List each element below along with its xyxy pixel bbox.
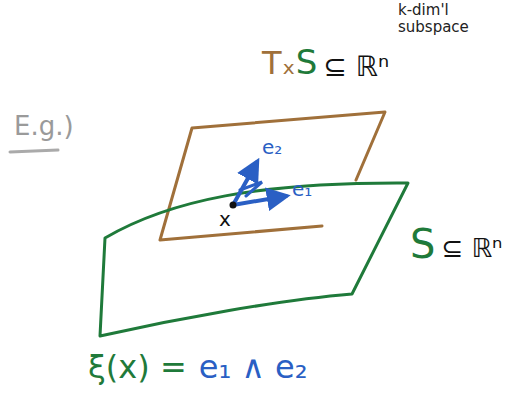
relation-label: ⊆ ℝⁿ xyxy=(323,52,389,83)
symbol-label: Tₓ xyxy=(262,46,296,81)
vector-label: e₁ xyxy=(292,178,312,200)
relation-label: ⊆ ℝⁿ xyxy=(441,234,502,263)
underline xyxy=(10,150,58,152)
vector-label: e₂ xyxy=(262,136,282,158)
surface-outline xyxy=(100,183,408,336)
symbol-label: S xyxy=(296,44,318,81)
basis-vector xyxy=(233,162,257,205)
formula-label: ξ(x) = xyxy=(88,350,187,385)
basis-vector xyxy=(233,196,286,205)
tangent-plane xyxy=(160,112,385,240)
annotation-note: k-dim'l subspace xyxy=(398,2,498,35)
orientation-scribble xyxy=(240,182,262,196)
formula-label: e₁ ∧ e₂ xyxy=(199,350,308,385)
point-label: x xyxy=(219,208,231,230)
example-tag: E.g.) xyxy=(14,112,74,141)
symbol-label: S xyxy=(410,222,435,266)
